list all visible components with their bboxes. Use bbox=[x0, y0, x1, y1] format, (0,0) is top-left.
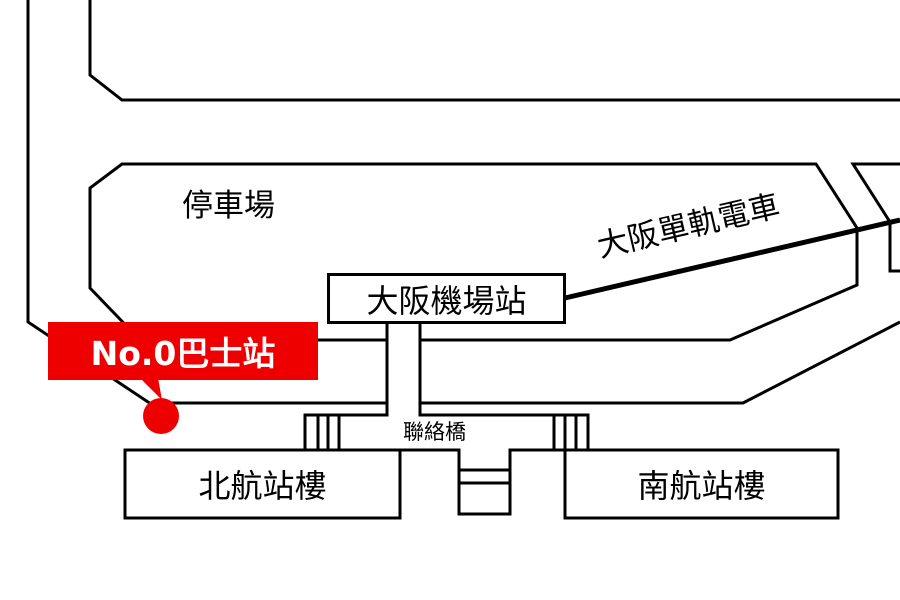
north-terminal-label: 北航站樓 bbox=[198, 467, 327, 505]
parking-label: 停車場 bbox=[182, 188, 275, 224]
outer-road-edge bbox=[26, 0, 161, 412]
bridge-label: 聯絡橋 bbox=[403, 420, 466, 444]
upper-road-edge bbox=[88, 0, 900, 102]
lower-road-edge-right bbox=[420, 320, 900, 405]
bus-label-pointer bbox=[140, 378, 162, 400]
bridge-stairs-outline bbox=[400, 448, 565, 516]
stairs-south bbox=[552, 415, 578, 450]
monorail-track bbox=[564, 217, 900, 301]
south-terminal-outline bbox=[563, 448, 840, 520]
bridge-connector bbox=[303, 323, 389, 450]
south-terminal-label: 南航站樓 bbox=[637, 467, 766, 505]
parking-outline bbox=[88, 162, 859, 342]
bus-stop-callout[interactable]: No.0巴士站 bbox=[48, 322, 318, 380]
north-terminal-outline bbox=[123, 448, 402, 520]
stairs-north bbox=[316, 415, 341, 450]
right-structure bbox=[850, 162, 900, 273]
south-terminal[interactable]: 南航站樓 bbox=[565, 450, 838, 518]
station-label: 大阪機場站 bbox=[366, 281, 527, 320]
north-terminal[interactable]: 北航站樓 bbox=[125, 450, 400, 518]
bus-stop-label: No.0巴士站 bbox=[90, 334, 276, 373]
bus-stop-marker[interactable] bbox=[143, 398, 179, 434]
airport-station[interactable]: 大阪機場站 bbox=[327, 273, 566, 324]
bridge-connector bbox=[418, 323, 590, 450]
